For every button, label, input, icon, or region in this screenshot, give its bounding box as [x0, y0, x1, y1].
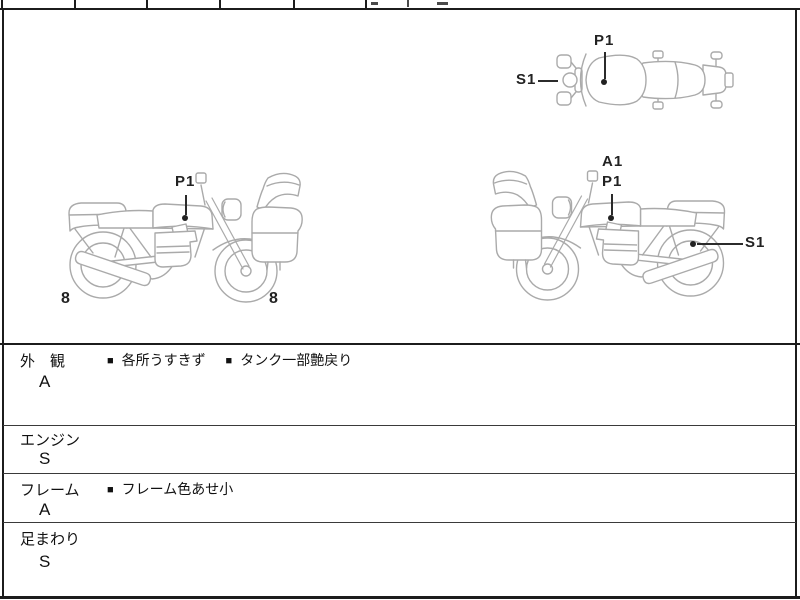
sheet-bottom-border — [0, 596, 800, 599]
marker-dot — [690, 241, 696, 247]
sheet-right-border — [795, 10, 797, 598]
clipped-text-fragment — [371, 2, 378, 5]
row-undercarriage-label: 足まわり — [20, 531, 81, 548]
marker-dot — [182, 215, 188, 221]
row-divider — [3, 473, 796, 474]
row-undercarriage-grade: S — [39, 552, 51, 571]
row-divider — [3, 425, 796, 426]
header-divider — [74, 0, 76, 8]
sheet-top-border — [0, 8, 800, 10]
table-top-border — [0, 343, 800, 345]
row-exterior-comments: ■ 各所うすきず ■ タンク一部艶戻り — [107, 350, 368, 370]
row-exterior-label: 外 観 — [20, 353, 66, 370]
marker-dot — [608, 215, 614, 221]
comment-item: ■ 各所うすきず — [107, 352, 206, 368]
leader-line — [185, 195, 187, 215]
clipped-text-fragment — [407, 0, 409, 7]
bullet-icon: ■ — [107, 355, 114, 367]
header-divider — [365, 0, 367, 8]
leader-line — [538, 80, 558, 82]
label-s1-topview: S1 — [516, 71, 537, 88]
header-divider — [1, 0, 3, 8]
sheet-left-border — [2, 10, 4, 598]
row-exterior-grade: A — [39, 372, 51, 391]
leader-line — [604, 52, 606, 79]
leader-line — [611, 194, 613, 215]
count-rear-left: 8 — [61, 290, 70, 307]
comment-text: 各所うすきず — [121, 352, 206, 368]
row-frame-grade: A — [39, 500, 51, 519]
bullet-icon: ■ — [225, 355, 233, 367]
label-a1-right: A1 — [602, 153, 624, 170]
count-front-left: 8 — [269, 290, 278, 307]
comment-text: フレーム色あせ小 — [121, 481, 234, 497]
label-p1-topview: P1 — [594, 32, 615, 49]
comment-item: ■ タンク一部艶戻り — [226, 352, 353, 368]
comment-item: ■ フレーム色あせ小 — [107, 481, 233, 497]
label-p1-left: P1 — [175, 173, 196, 190]
leader-line — [697, 243, 743, 245]
header-divider — [146, 0, 148, 8]
marker-dot — [601, 79, 607, 85]
comment-text: タンク一部艶戻り — [240, 352, 353, 368]
clipped-text-fragment — [437, 2, 448, 5]
row-engine-label: エンジン — [20, 432, 81, 449]
motorcycle-top-view — [553, 49, 735, 111]
row-frame-label: フレーム — [20, 482, 80, 499]
row-divider — [3, 522, 796, 523]
header-divider — [219, 0, 221, 8]
row-frame-comments: ■ フレーム色あせ小 — [107, 479, 249, 499]
row-engine-grade: S — [39, 449, 51, 468]
label-s1-right: S1 — [745, 234, 766, 251]
header-divider — [293, 0, 295, 8]
bullet-icon: ■ — [107, 484, 114, 496]
label-p1-right: P1 — [602, 173, 623, 190]
